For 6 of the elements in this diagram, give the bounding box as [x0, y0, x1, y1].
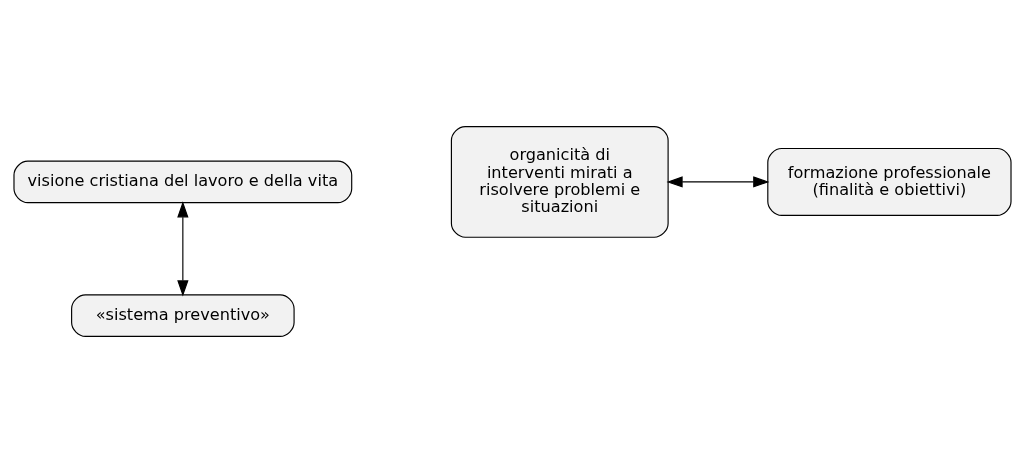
node-box: formazione professionale (finalità e obiettivi) — [766, 147, 1012, 216]
node-box: «sistema preventivo» — [70, 293, 295, 337]
arrow — [666, 175, 769, 188]
node-box: visione cristiana del lavoro e della vita — [12, 160, 352, 203]
arrow — [176, 200, 188, 297]
node-box: organicità di interventi mirati a risolvere problemi e situazioni — [450, 125, 669, 238]
